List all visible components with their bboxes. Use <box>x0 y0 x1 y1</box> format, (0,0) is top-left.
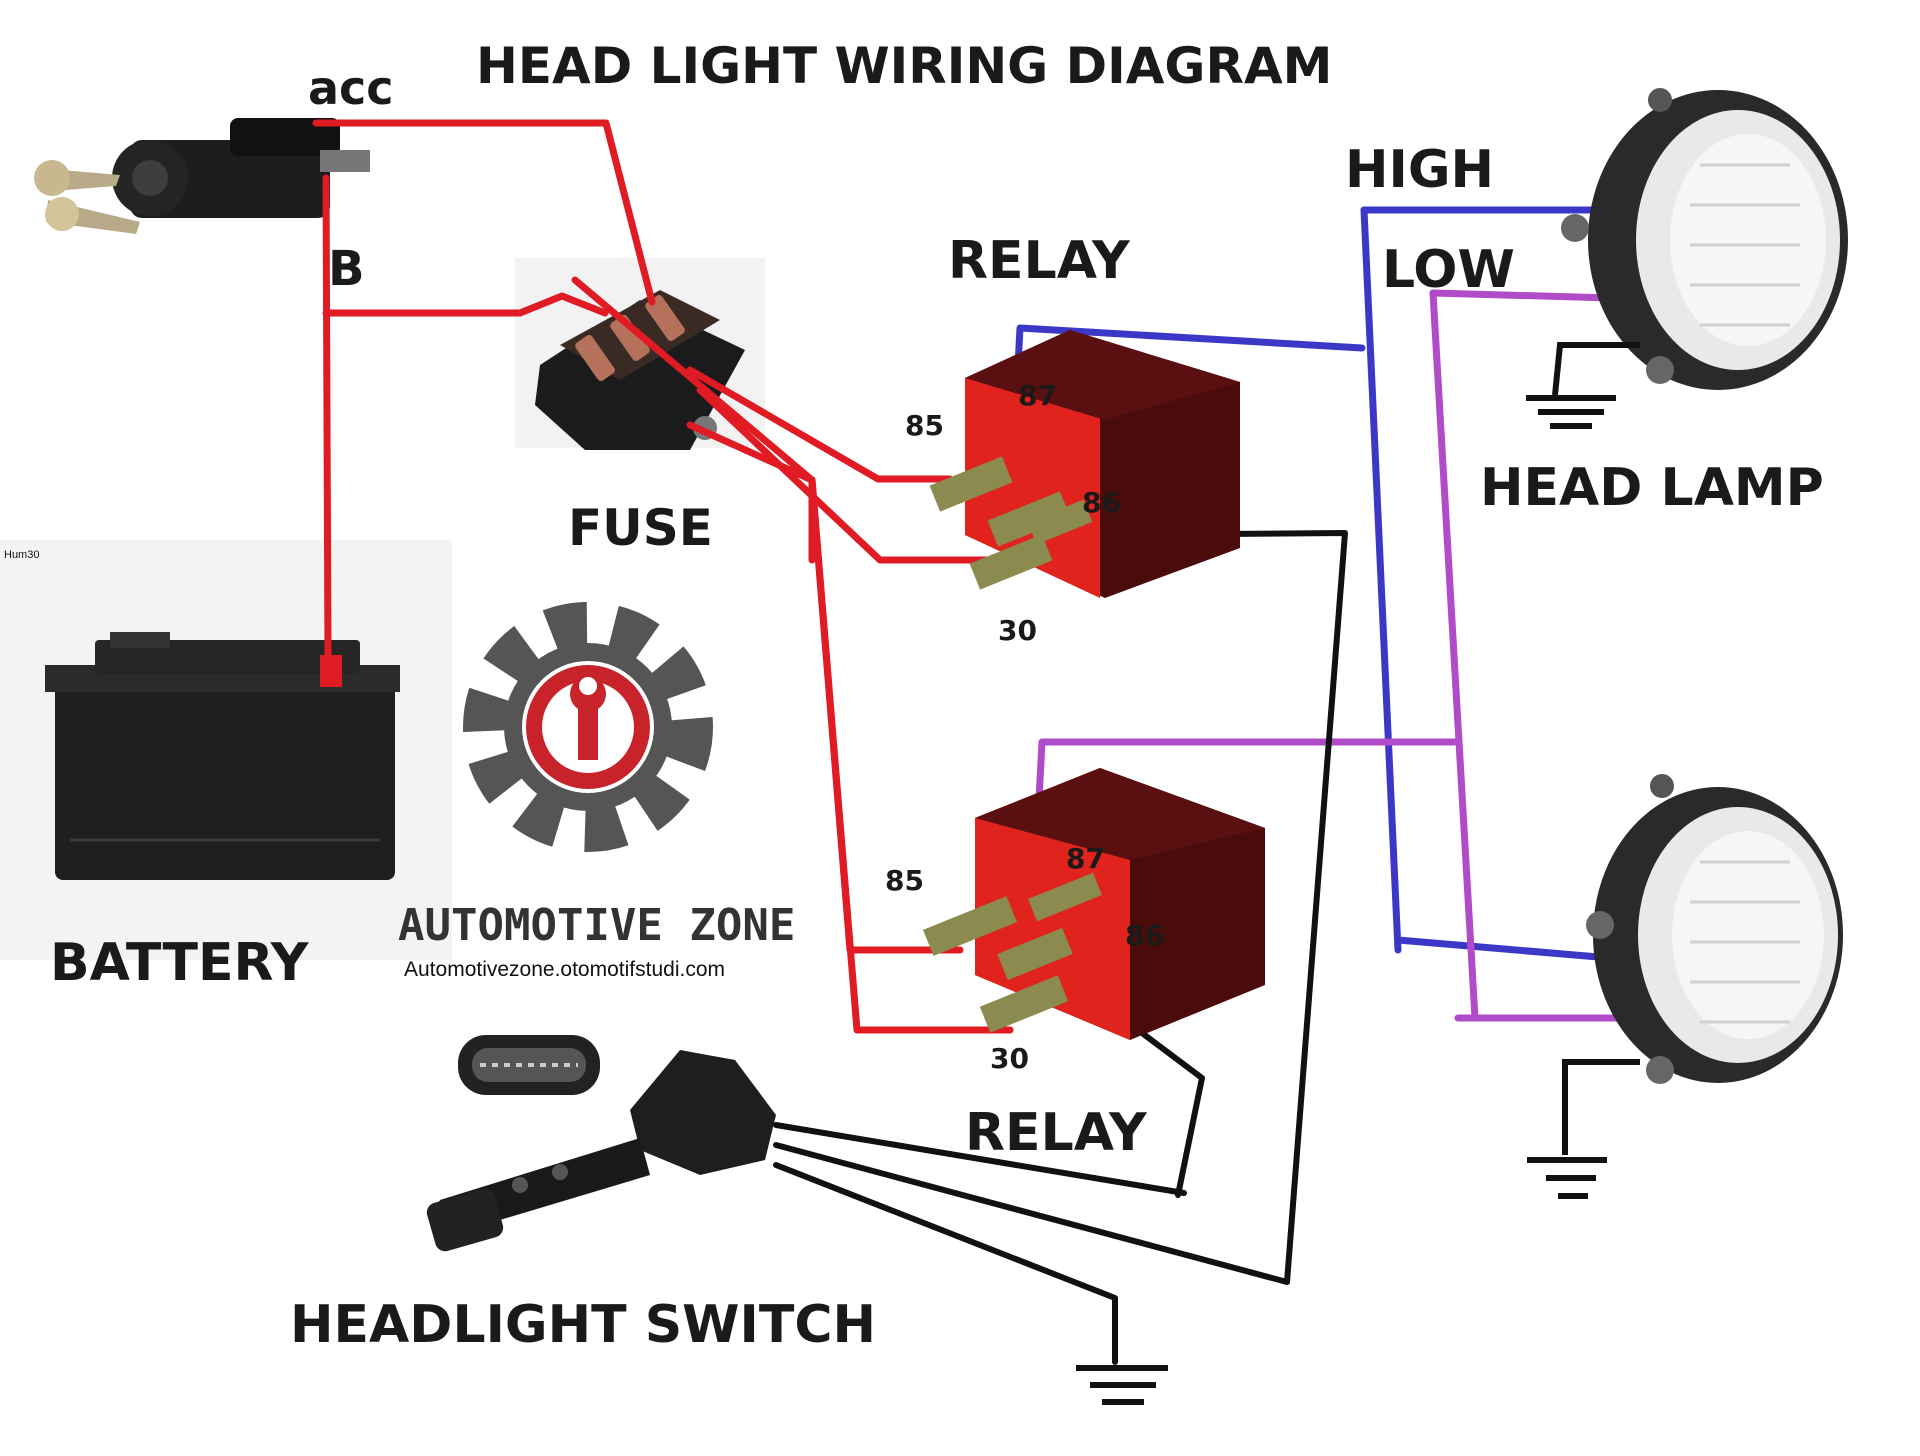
battery-feed-wire <box>322 174 332 664</box>
headlamp-icon <box>1561 88 1848 390</box>
relay2-pin-86: 86 <box>1125 919 1164 952</box>
battery-tag: Hum30 <box>4 549 39 561</box>
acc-wire <box>312 119 656 306</box>
relay2-label: RELAY <box>965 1103 1148 1163</box>
battery-icon <box>45 632 400 880</box>
relay1-label: RELAY <box>948 231 1131 291</box>
high-to-lamp2-wire <box>1394 936 1614 962</box>
head-lamp-label: HEAD LAMP <box>1480 458 1824 518</box>
headlamp-icon <box>1586 774 1843 1084</box>
relay-icon <box>929 330 1240 598</box>
headlight-switch-icon <box>426 1050 776 1252</box>
relay1-pin-87: 87 <box>1018 379 1057 412</box>
brand-name: AUTOMOTIVE ZONE <box>398 900 795 951</box>
positive-wires <box>312 119 1014 1034</box>
fuse-to-relay1-85 <box>686 366 954 483</box>
fuse-to-relay1-30 <box>696 386 996 564</box>
switch-to-ground-wire <box>773 1162 1118 1365</box>
brand-url: Automotivezone.otomotifstudi.com <box>404 958 725 981</box>
gear-wrench-logo-icon <box>463 602 713 852</box>
b-terminal-label: B <box>328 241 365 297</box>
relay-icon <box>923 768 1265 1040</box>
switch-to-relay2-wire <box>773 1122 1187 1196</box>
relay1-pin-86: 86 <box>1082 486 1121 519</box>
switch-to-relay1-wire <box>773 1142 1290 1285</box>
low-label: LOW <box>1382 240 1515 300</box>
ground-symbol-icon <box>1526 342 1640 429</box>
ground-symbol-icon <box>1527 1059 1640 1199</box>
battery-label: BATTERY <box>50 933 310 993</box>
ground-symbol-icon <box>1076 1365 1168 1405</box>
high-label: HIGH <box>1345 140 1494 200</box>
fuse-label: FUSE <box>568 499 713 557</box>
ignition-key-icon <box>34 118 370 234</box>
relay1-pin-85: 85 <box>905 409 944 442</box>
relay2-pin-87: 87 <box>1066 842 1105 875</box>
low-trunk-wire <box>1429 289 1479 1022</box>
diagram-title: HEAD LIGHT WIRING DIAGRAM <box>476 37 1332 95</box>
fuse-to-relay2-30 <box>808 476 1014 1034</box>
relay1-pin-30: 30 <box>998 614 1037 647</box>
relay2-pin-30: 30 <box>990 1042 1029 1075</box>
b-to-fuse-wire <box>322 292 609 317</box>
high-trunk-wire <box>1360 206 1402 954</box>
acc-label: acc <box>308 61 394 115</box>
headlight-switch-label: HEADLIGHT SWITCH <box>290 1295 876 1355</box>
relay2-pin-85: 85 <box>885 864 924 897</box>
fuse-block-icon <box>535 290 745 450</box>
low-to-lamp1-wire <box>1429 289 1616 302</box>
connector-icon <box>458 1035 600 1095</box>
